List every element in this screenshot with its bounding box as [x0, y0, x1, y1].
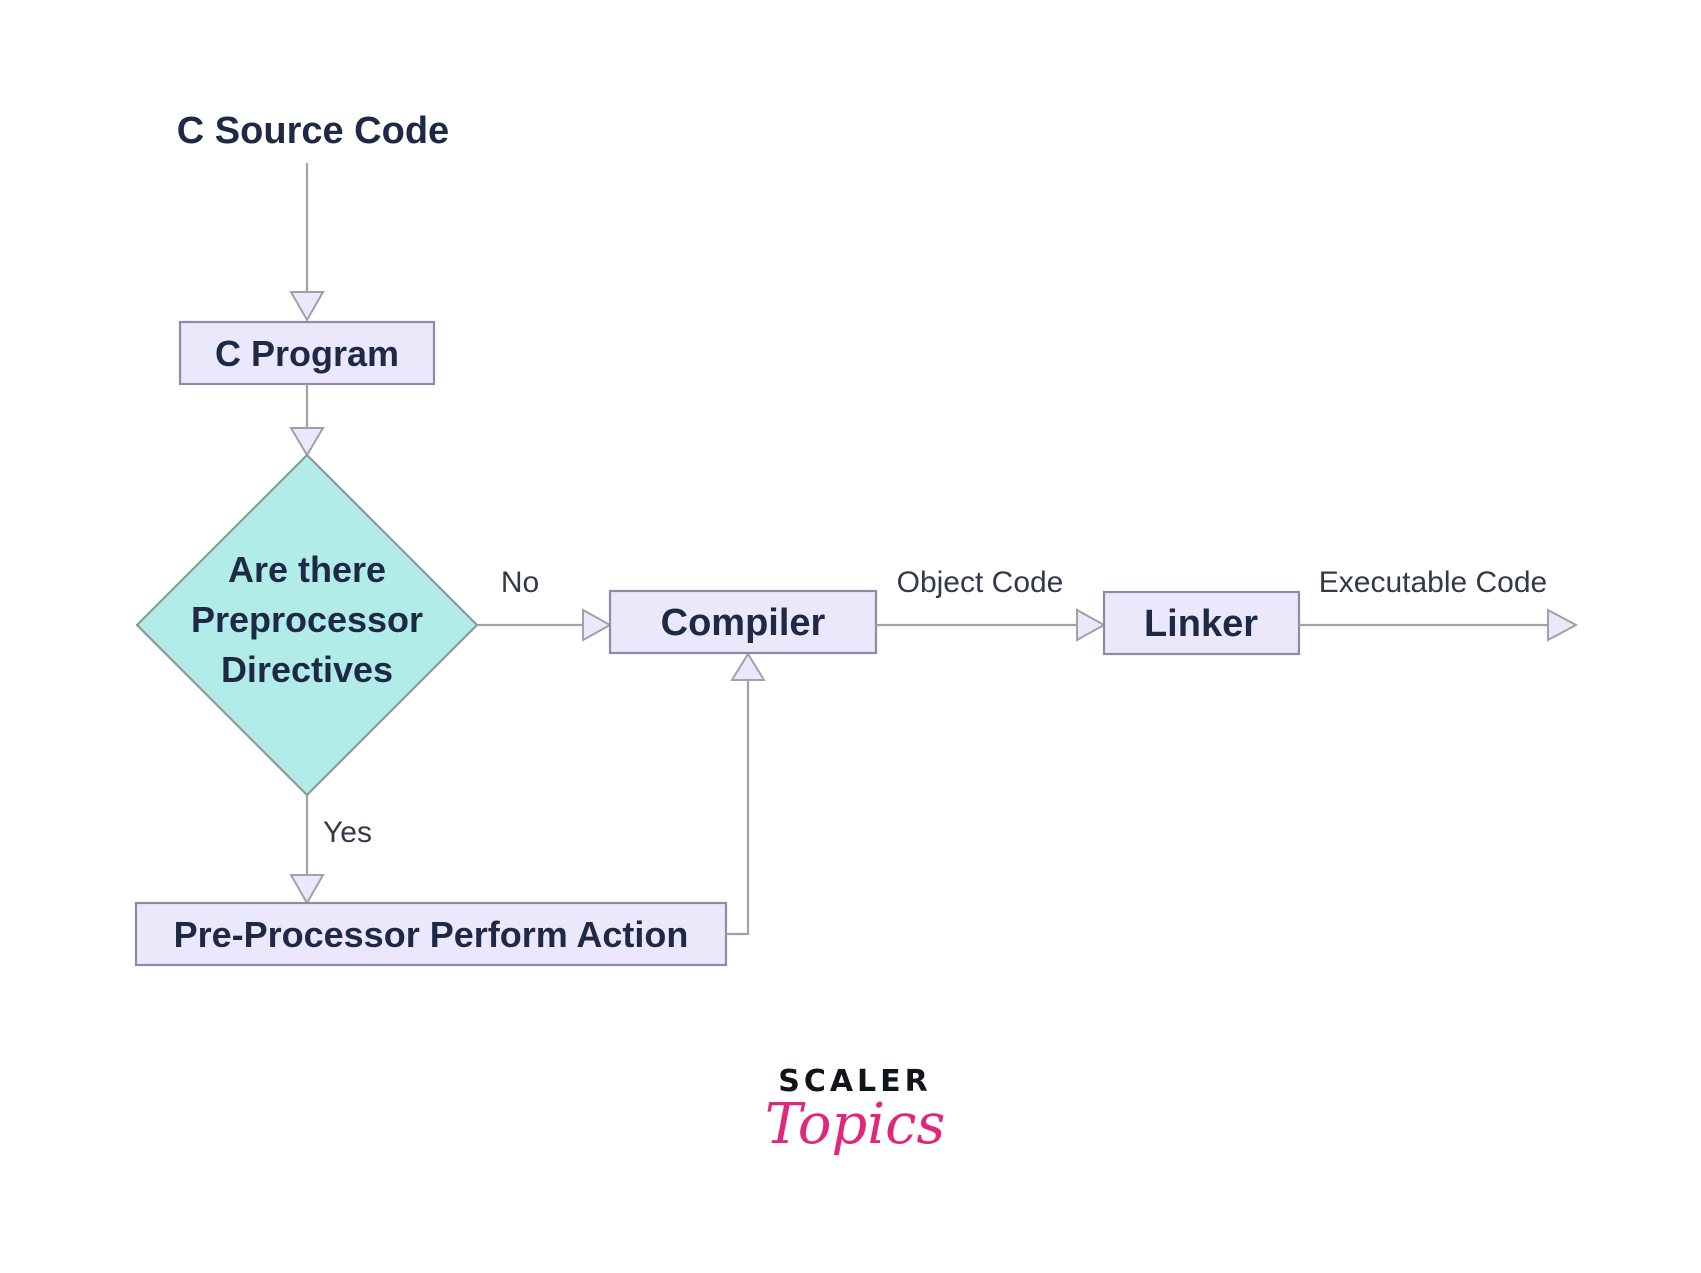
- linker-label: Linker: [1144, 603, 1258, 645]
- edge-preprocessor-to-compiler: [726, 680, 750, 936]
- preprocessor-action-label: Pre-Processor Perform Action: [174, 914, 689, 955]
- arrowhead-preprocessor: [289, 874, 325, 906]
- decision-label-line2: Preprocessor: [191, 599, 423, 640]
- logo-topics-text: Topics: [765, 1092, 946, 1157]
- preprocessor-action-box: [134, 901, 728, 967]
- decision-label-line3: Directives: [221, 649, 393, 690]
- arrowhead-linker: [1076, 608, 1107, 642]
- arrowhead-compiler-bottom: [730, 652, 766, 681]
- object-code-label: Object Code: [897, 566, 1064, 599]
- decision-label-line1: Are there: [228, 549, 386, 590]
- arrowhead-decision: [289, 427, 325, 457]
- executable-code-label: Executable Code: [1319, 566, 1548, 599]
- logo-scaler-text: SCALER: [778, 1064, 932, 1099]
- compiler-box: [608, 589, 878, 655]
- source-code-label: C Source Code: [177, 110, 449, 152]
- linker-box: [1102, 590, 1301, 656]
- arrowhead-compiler-left: [582, 608, 613, 642]
- arrowhead-program: [289, 291, 325, 323]
- c-program-label: C Program: [215, 333, 399, 374]
- arrowhead-output: [1547, 608, 1579, 642]
- yes-edge-label: Yes: [323, 816, 372, 849]
- scaler-topics-logo: SCALER Topics: [765, 1064, 946, 1157]
- no-edge-label: No: [501, 566, 539, 599]
- compiler-label: Compiler: [661, 602, 826, 644]
